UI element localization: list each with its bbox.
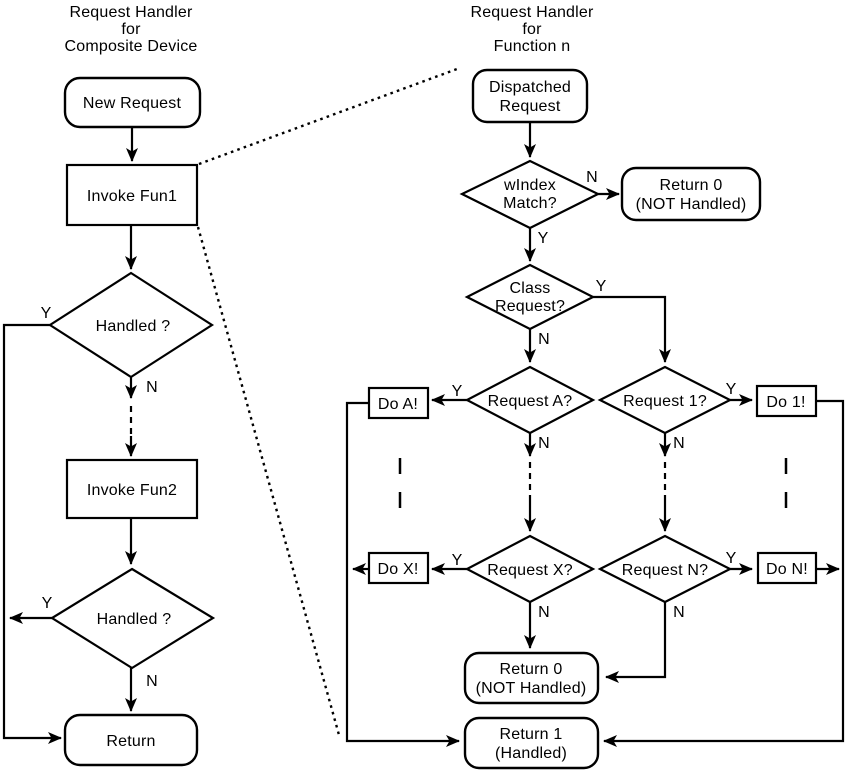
return0-bottom-label2: (NOT Handled) [476,680,587,697]
windex-label1: wIndex [503,177,556,194]
return1-label2: (Handled) [495,745,567,762]
do-x-label: Do X! [377,561,418,578]
return0-bottom-label1: Return 0 [500,661,563,678]
right-title-line3: Function n [494,38,571,55]
request-a-no-label: N [538,435,550,452]
class-request-yes-label: Y [596,278,607,295]
left-title-line3: Composite Device [64,38,197,55]
class-request-no-label: N [538,331,550,348]
return0-bottom-node [463,651,600,705]
handled1-label: Handled ? [96,318,171,335]
new-request-label: New Request [83,95,182,112]
class-request-label1: Class [509,280,550,297]
dotted-connector-top [198,67,458,166]
function-n-flowchart: Request Handler for Function n Dispatche… [345,4,845,770]
handled1-no-label: N [146,379,158,396]
request-n-yes-label: Y [726,550,737,567]
request-n-no-label: N [673,604,685,621]
request-a-yes-label: Y [452,383,463,400]
invoke-fun1-label: Invoke Fun1 [87,188,177,205]
edge-do-a-to-return1 [345,401,460,747]
invoke-fun2-node [65,458,199,520]
left-title-line2: for [121,21,141,38]
handled2-label: Handled ? [97,611,172,628]
handled2-no-label: N [146,673,158,690]
edge-do-1-to-return1 [603,399,845,747]
dispatched-request-label2: Request [500,98,561,115]
do-a-label: Do A! [378,396,418,413]
invoke-fun2-label: Invoke Fun2 [87,482,177,499]
edge-handled1-yes-to-return [2,323,62,744]
request-1-label: Request 1? [623,393,707,410]
edge-class-yes [593,295,671,363]
request-1-no-label: N [673,435,685,452]
handled2-yes-label: Y [42,595,53,612]
handled1-yes-label: Y [41,305,52,322]
request-x-label: Request X? [487,562,573,579]
explosion-connector-lines [196,67,458,736]
edge-request-n-no [605,602,667,683]
return0-top-node [620,166,762,222]
request-x-yes-label: Y [452,552,463,569]
request-1-yes-label: Y [726,381,737,398]
do-1-node [755,384,818,418]
return0-top-label1: Return 0 [660,177,723,194]
do-a-node [367,386,430,420]
windex-label2: Match? [503,195,557,212]
request-x-no-label: N [538,604,550,621]
return-node [63,713,199,767]
return1-node [463,716,600,770]
left-title-line1: Request Handler [69,4,193,21]
windex-no-label: N [586,169,598,186]
right-title-line1: Request Handler [470,4,594,21]
request-n-label: Request N? [622,562,709,579]
windex-yes-label: Y [538,230,549,247]
return1-label1: Return 1 [500,726,563,743]
dispatched-request-label1: Dispatched [489,79,571,96]
right-title-line2: for [522,21,542,38]
request-a-label: Request A? [488,393,573,410]
return-label: Return [106,733,155,750]
class-request-label2: Request? [495,298,565,315]
do-1-label: Do 1! [766,394,805,411]
do-n-label: Do N! [766,561,808,578]
composite-device-flowchart: Request Handler for Composite Device New… [2,4,216,767]
return0-top-label2: (NOT Handled) [636,196,747,213]
